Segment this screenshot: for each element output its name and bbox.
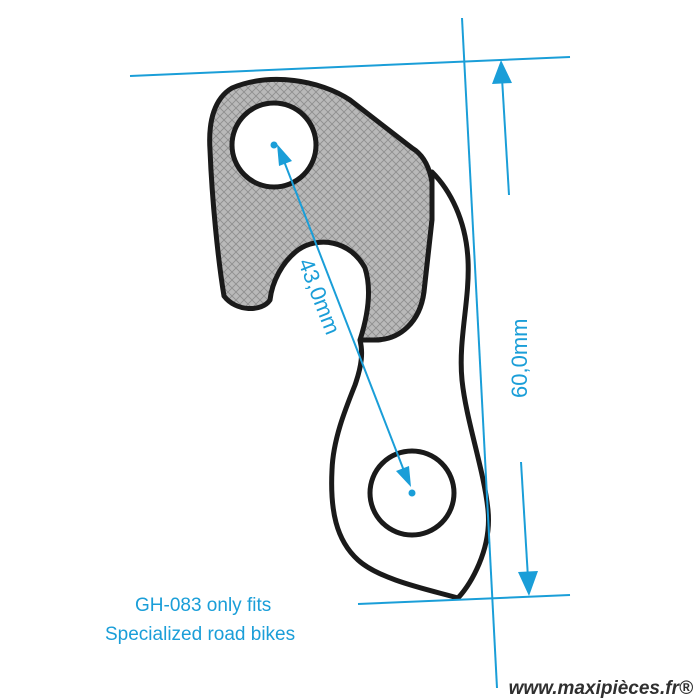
height-arrow-top-shaft: [501, 77, 510, 196]
hole-distance-arrowhead-bottom: [396, 466, 411, 487]
hole-distance-label: 43,0mm: [293, 255, 345, 338]
height-arrow-bottom-shaft: [520, 461, 529, 579]
hole-distance-arrow-shaft: [281, 155, 407, 477]
upper-hole-center: [270, 141, 278, 149]
compatibility-note-line1: GH-083 only fits: [135, 595, 271, 616]
watermark: www.maxipièces.fr®: [509, 678, 693, 699]
vertical-reference-line: [461, 17, 498, 689]
top-reference-line: [129, 56, 571, 77]
height-arrowhead-top: [492, 60, 512, 84]
bottom-reference-line: [357, 594, 571, 605]
height-arrowhead-bottom: [518, 571, 538, 596]
hole-distance-arrowhead-top: [277, 144, 292, 166]
lower-hole-center: [408, 489, 416, 497]
total-height-label: 60,0mm: [507, 319, 532, 398]
compatibility-note-line2: Specialized road bikes: [105, 624, 295, 645]
